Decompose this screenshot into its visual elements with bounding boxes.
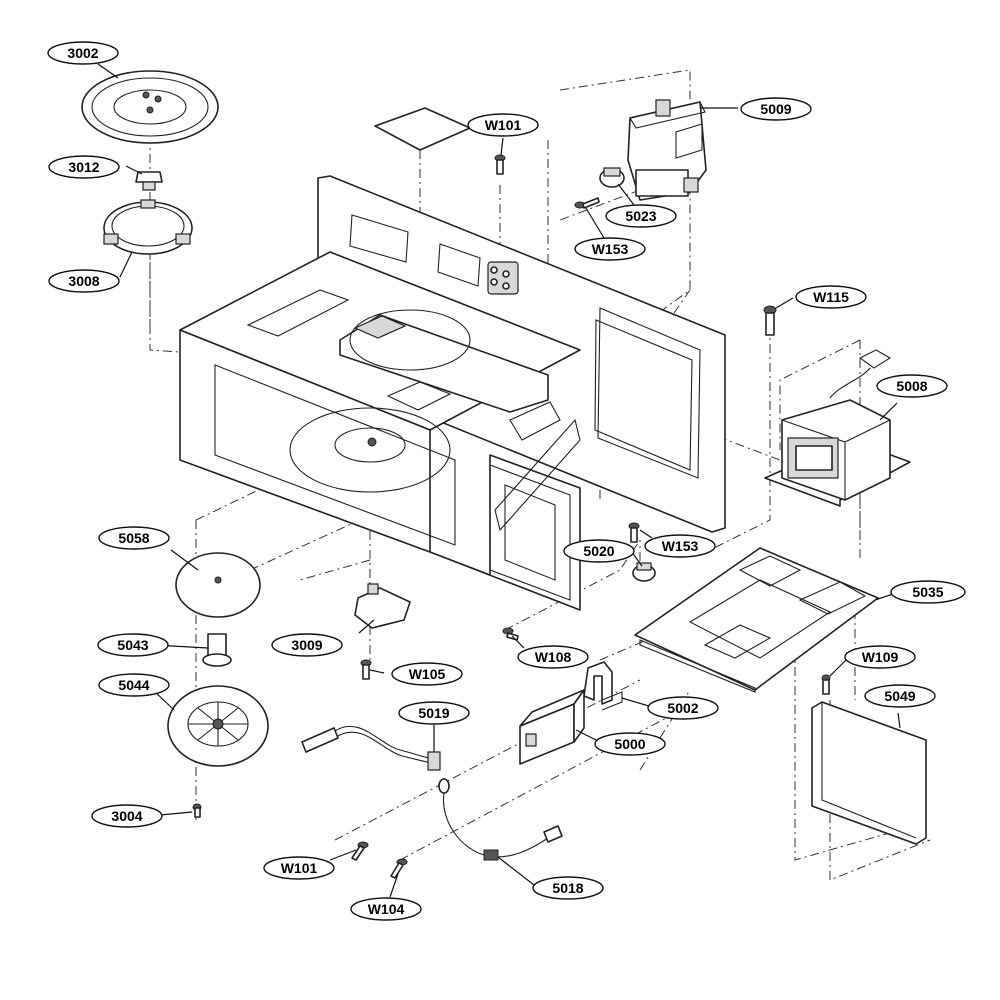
callout-5058-text: 5058 [118,530,149,546]
callout-3002-text: 3002 [67,45,98,61]
base-plate [634,547,879,693]
callout-5018: 5018 [532,876,604,900]
screw-w101-top [494,154,506,175]
callout-w153-upper-text: W153 [592,241,629,257]
screw-w101-lower [351,841,369,861]
callout-w115: W115 [795,285,867,309]
thermostat-5020 [632,562,656,582]
callout-5019-text: 5019 [418,705,449,721]
callout-w105-text: W105 [409,666,446,682]
turntable-coupler [135,171,163,191]
callout-5018-text: 5018 [552,880,583,896]
callout-w104: W104 [350,897,422,921]
callout-5049: 5049 [864,684,936,708]
callout-w109-text: W109 [862,649,899,665]
screw-w109 [821,674,831,695]
callout-3009-text: 3009 [291,637,322,653]
callout-5008: 5008 [876,374,948,398]
callout-w101-top-text: W101 [485,117,522,133]
high-voltage-transformer [764,349,911,507]
callout-w153-upper: W153 [574,237,646,261]
callout-3004: 3004 [91,804,163,828]
callout-5009: 5009 [740,97,812,121]
oven-cavity-chassis [179,175,726,611]
callout-3012-text: 3012 [68,159,99,175]
callout-5002-text: 5002 [667,700,698,716]
callout-w115-text: W115 [813,289,849,305]
callout-3012: 3012 [48,155,120,179]
screw-w108 [502,627,519,641]
callout-5023-text: 5023 [625,208,656,224]
callout-5043-text: 5043 [117,637,148,653]
cover-plate [374,107,471,151]
callout-w101-lower: W101 [263,856,335,880]
callout-5043: 5043 [97,633,169,657]
side-cover-panel [811,701,927,845]
callout-w101-top: W101 [467,113,539,137]
callout-5019: 5019 [398,701,470,725]
callout-5020-text: 5020 [583,543,614,559]
callout-labels: 3002 3012 3008 W101 5009 5023 W153 W115 … [47,41,966,921]
callout-5035-text: 5035 [912,584,943,600]
callout-3009: 3009 [271,633,343,657]
screw-w153-upper [574,197,600,209]
callout-w108: W108 [517,645,589,669]
callout-5049-text: 5049 [884,688,915,704]
callout-5035: 5035 [890,580,966,604]
callout-3008: 3008 [48,269,120,293]
callout-5044: 5044 [98,673,170,697]
callout-3002: 3002 [47,41,119,65]
screw-w105 [360,659,372,680]
callout-w108-text: W108 [535,649,572,665]
callout-w153-lower-text: W153 [662,538,699,554]
callout-5044-text: 5044 [118,677,149,693]
fan-shaft-5043 [202,633,232,667]
callout-5000-text: 5000 [614,736,645,752]
screw-w104 [390,858,408,879]
callout-5009-text: 5009 [760,101,791,117]
screw-w153-lower [628,522,640,543]
ground-wire-5018 [438,778,563,861]
high-voltage-capacitor [519,689,585,765]
cooling-fan-5044 [167,685,269,767]
callout-w109: W109 [844,645,916,669]
screw-3004 [192,803,202,818]
callout-5023: 5023 [605,204,677,228]
callout-5000: 5000 [594,732,666,756]
callout-3004-text: 3004 [111,808,142,824]
thermostat-5023 [599,167,625,188]
capacitor-bracket [583,661,623,711]
wire-harness-5019 [301,725,441,771]
callout-5002: 5002 [647,696,719,720]
callout-5058: 5058 [98,526,170,550]
callout-3008-text: 3008 [68,273,99,289]
callout-w105: W105 [391,662,463,686]
callout-w104-text: W104 [368,901,405,917]
callout-w153-lower: W153 [644,534,716,558]
callout-w101-lower-text: W101 [281,860,318,876]
turntable-glass-tray [81,70,219,144]
callout-5008-text: 5008 [896,378,927,394]
screw-w115 [763,305,777,336]
turntable-motor [354,583,411,629]
callout-5020: 5020 [563,539,635,563]
magnetron [627,99,707,201]
roller-ring [103,199,193,255]
